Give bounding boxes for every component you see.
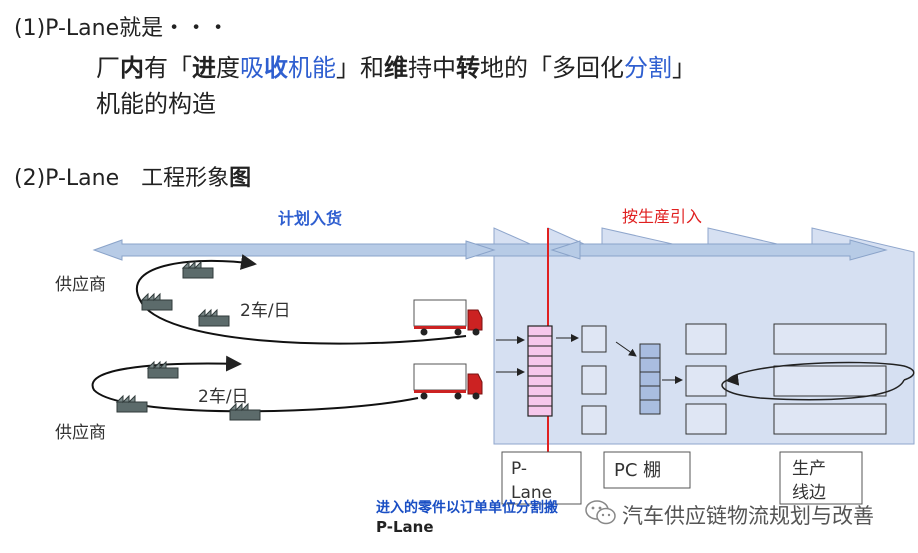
wechat-icon — [585, 500, 616, 525]
text-seg: 有「 — [144, 54, 192, 82]
loop-label-top: 2车/日 — [240, 301, 291, 321]
note-line-2: P-Lane — [376, 518, 434, 536]
text-seg-bold: 进 — [192, 54, 216, 82]
supplier-building-icon — [197, 308, 230, 327]
transfer-arrow — [615, 341, 637, 357]
text-seg: 地的「多回化 — [480, 54, 624, 82]
text-seg-bold: 内 — [120, 54, 144, 82]
text-seg-bold: 维 — [384, 54, 408, 82]
supplier-label-top: 供应商 — [55, 275, 106, 295]
supplier-building-icon — [181, 260, 214, 279]
supplier-label-bottom: 供应商 — [55, 423, 106, 443]
production-loop-arrow — [726, 373, 740, 386]
pc-shelf-label: PC 棚 — [614, 460, 661, 481]
supplier-building-icon — [146, 360, 179, 379]
truck-icon — [413, 363, 483, 400]
loop-label-bottom: 2车/日 — [198, 387, 249, 407]
p-lane-label: P-Lane — [511, 459, 552, 503]
delivery-loop-bottom — [91, 355, 419, 413]
line-box — [773, 365, 887, 397]
line-box — [685, 365, 727, 397]
heading-2-bold: 图 — [229, 166, 252, 191]
text-seg-blue: 机能 — [288, 54, 336, 82]
line-box — [773, 403, 887, 435]
description-line-2: 机能的构造 — [96, 90, 216, 118]
supplier-building-icon — [140, 292, 173, 311]
arrow-left-label: 计划入货 — [278, 209, 342, 228]
note-line-1: 进入的零件以订单单位分割搬 — [376, 499, 558, 516]
line-box — [773, 323, 887, 355]
p-lane-label-box — [501, 451, 582, 505]
text-seg-blue: 分割 — [624, 54, 672, 82]
supplier-building-icon — [115, 394, 148, 413]
flow-arrow-mid-head — [465, 240, 496, 260]
heading-2-prefix: (2)P-Lane 工程形象 — [14, 166, 230, 191]
text-seg: 持中 — [408, 54, 456, 82]
text-seg: 」和 — [336, 54, 384, 82]
heading-1: (1)P-Lane就是・・・ — [14, 16, 230, 41]
p-lane-rack — [527, 325, 553, 417]
line-side-label: 生产线边 — [792, 459, 826, 503]
supplier-building-icon — [228, 402, 261, 421]
truck-icon — [413, 299, 483, 336]
line-box — [685, 403, 727, 435]
arrow-right-label: 按生産引入 — [622, 207, 702, 226]
text-seg: 厂 — [96, 54, 120, 82]
pc-shelf-label-box — [603, 451, 691, 489]
text-seg-blue: 吸 — [240, 54, 264, 82]
pc-box — [581, 325, 607, 353]
text-seg: 」 — [672, 54, 696, 82]
text-seg: 度 — [216, 54, 240, 82]
line-box — [685, 323, 727, 355]
pc-box — [581, 405, 607, 435]
description-line-1: 厂内有「进度吸收机能」和维持中转地的「多回化分割」 — [96, 48, 696, 83]
text-seg-blue-bold: 收 — [264, 54, 288, 82]
line-side-label-box — [779, 451, 863, 505]
watermark-text: 汽车供应链物流规划与改善 — [622, 504, 874, 528]
pc-box — [581, 365, 607, 395]
pc-shelf-rack — [639, 343, 661, 415]
flow-arrow-mid-head — [550, 240, 581, 260]
heading-2: (2)P-Lane 工程形象图 — [14, 160, 251, 192]
text-seg-bold: 转 — [456, 54, 480, 82]
